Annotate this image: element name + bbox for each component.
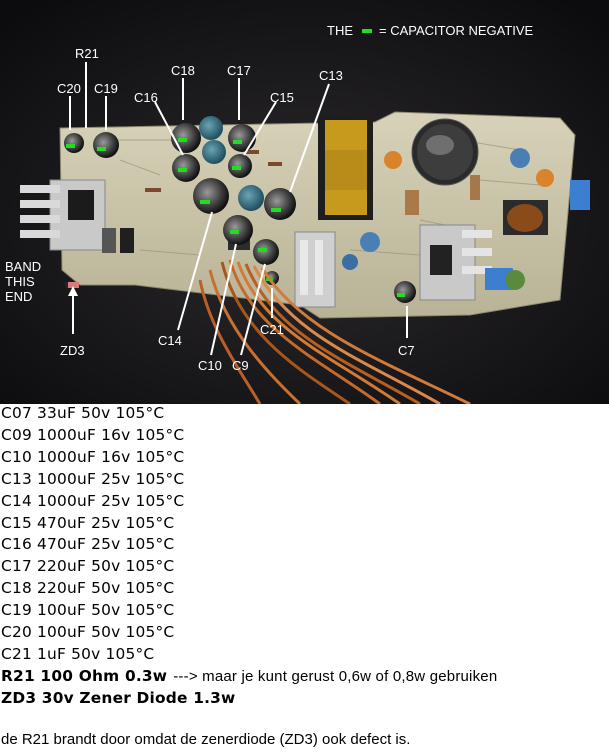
part-spec: ZD3 30v Zener Diode 1.3w	[1, 688, 236, 707]
label-c14: C14	[158, 333, 182, 348]
capacitor-c15	[228, 154, 252, 178]
part-spec: C20 100uF 50v 105°C	[1, 623, 175, 642]
label-band-line1: BAND	[5, 259, 41, 274]
parts-list-item: C19 100uF 50v 105°C	[1, 600, 497, 622]
part-spec: C19 100uF 50v 105°C	[1, 601, 175, 620]
capacitor-c13	[264, 188, 296, 220]
parts-list-item: C21 1uF 50v 105°C	[1, 644, 497, 666]
part-note: ---> maar je kunt gerust 0,6w of 0,8w ge…	[173, 667, 498, 685]
parts-list-item: R21 100 Ohm 0.3w ---> maar je kunt gerust…	[1, 666, 497, 688]
capacitor-c10	[223, 215, 253, 245]
parts-list-item: C20 100uF 50v 105°C	[1, 622, 497, 644]
bulk-capacitor	[411, 118, 479, 186]
zener-diode-zd3	[65, 282, 79, 288]
parts-list-item: C17 220uF 50v 105°C	[1, 556, 497, 578]
part-spec: C16 470uF 25v 105°C	[1, 535, 175, 554]
label-band-line2: THIS	[5, 274, 35, 289]
part-spec: C17 220uF 50v 105°C	[1, 557, 175, 576]
label-c10: C10	[198, 358, 222, 373]
label-c7: C7	[398, 343, 415, 358]
part-spec: C13 1000uF 25v 105°C	[1, 469, 185, 488]
part-spec: R21 100 Ohm 0.3w	[1, 666, 168, 685]
capacitor-c9	[253, 239, 279, 265]
parts-list: C07 33uF 50v 105°C C09 1000uF 16v 105°C …	[1, 403, 497, 710]
pointer-lines	[68, 62, 408, 356]
part-spec: C07 33uF 50v 105°C	[1, 404, 165, 422]
parts-list-item: C07 33uF 50v 105°C	[1, 403, 497, 425]
heatsink-center	[294, 231, 336, 308]
parts-list-item: C15 470uF 25v 105°C	[1, 513, 497, 535]
transformer	[318, 115, 373, 220]
heatsink-left	[20, 179, 106, 251]
label-c15: C15	[270, 90, 294, 105]
label-band-line3: END	[5, 289, 32, 304]
parts-list-item: ZD3 30v Zener Diode 1.3w	[1, 688, 497, 710]
legend: THE = CAPACITOR NEGATIVE	[327, 23, 534, 38]
electrolytic-capacitors	[64, 116, 416, 303]
capacitor-c20	[64, 133, 84, 153]
part-spec: C14 1000uF 25v 105°C	[1, 491, 185, 510]
parts-list-item: C16 470uF 25v 105°C	[1, 534, 497, 556]
capacitor-c14	[193, 178, 229, 214]
circuit-board-photo: THE = CAPACITOR NEGATIVE R21 C20 C19 C18…	[0, 0, 609, 404]
heatsink-right	[419, 224, 492, 301]
wire-bundle	[198, 259, 471, 404]
label-c21: C21	[260, 322, 284, 337]
label-c18: C18	[171, 63, 195, 78]
part-spec: C21 1uF 50v 105°C	[1, 644, 155, 663]
label-r21: R21	[75, 46, 99, 61]
parts-list-item: C10 1000uF 16v 105°C	[1, 447, 497, 469]
capacitor-c16	[172, 154, 200, 182]
capacitor-c17	[228, 124, 256, 152]
footer-note: de R21 brandt door omdat de zenerdiode (…	[1, 731, 411, 748]
label-c16: C16	[134, 90, 158, 105]
legend-prefix: THE	[327, 23, 353, 38]
legend-marker	[362, 29, 372, 33]
label-c20: C20	[57, 81, 81, 96]
capacitor-c19	[93, 132, 119, 158]
part-spec: C18 220uF 50v 105°C	[1, 579, 175, 598]
part-spec: C15 470uF 25v 105°C	[1, 513, 175, 532]
parts-list-item: C09 1000uF 16v 105°C	[1, 425, 497, 447]
label-c9: C9	[232, 358, 249, 373]
label-zd3: ZD3	[60, 343, 85, 358]
small-components	[102, 148, 590, 290]
parts-list-item: C13 1000uF 25v 105°C	[1, 469, 497, 491]
component-labels: R21 C20 C19 C18 C17 C16 C15 C13 BAND THI…	[5, 46, 415, 373]
label-c13: C13	[319, 68, 343, 83]
part-spec: C09 1000uF 16v 105°C	[1, 425, 185, 444]
label-c17: C17	[227, 63, 251, 78]
parts-list-item: C14 1000uF 25v 105°C	[1, 491, 497, 513]
capacitor-c7	[394, 281, 416, 303]
part-spec: C10 1000uF 16v 105°C	[1, 447, 185, 466]
legend-suffix: = CAPACITOR NEGATIVE	[379, 23, 534, 38]
label-c19: C19	[94, 81, 118, 96]
parts-list-item: C18 220uF 50v 105°C	[1, 578, 497, 600]
capacitor-c18	[171, 123, 201, 153]
